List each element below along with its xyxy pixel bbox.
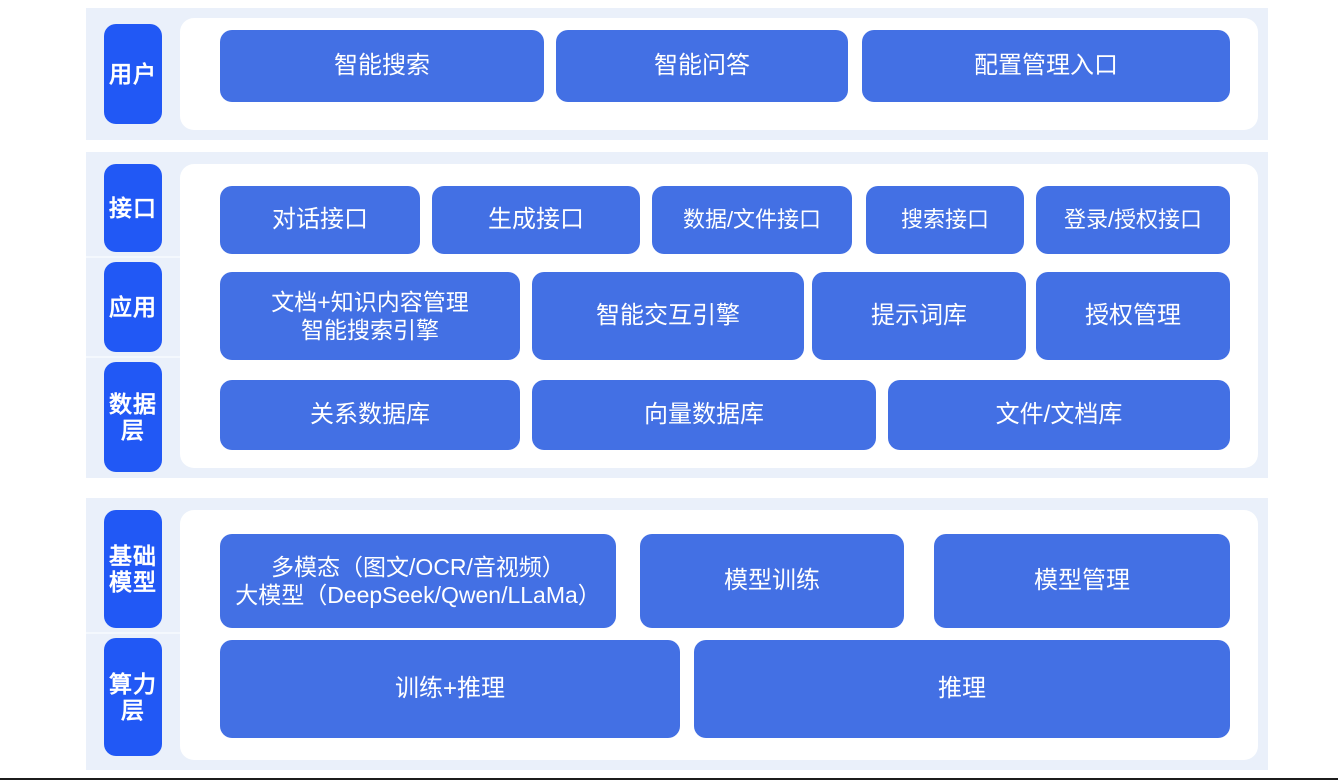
layer-tab-interface-label: 接口	[109, 194, 157, 221]
layer-tab-compute-label: 算力层	[109, 670, 157, 723]
card-intelligent-qa[interactable]: 智能问答	[556, 30, 848, 102]
layer-tab-user[interactable]: 用户	[104, 24, 162, 124]
card-authorization-management[interactable]: 授权管理	[1036, 272, 1230, 360]
layer-tab-foundation-model-label: 基础模型	[109, 542, 157, 595]
band-separator	[86, 632, 186, 634]
card-model-management[interactable]: 模型管理	[934, 534, 1230, 628]
layer-tab-application-label: 应用	[109, 293, 157, 320]
card-vector-database[interactable]: 向量数据库	[532, 380, 876, 450]
card-dialogue-api[interactable]: 对话接口	[220, 186, 420, 254]
layer-tab-data[interactable]: 数据层	[104, 362, 162, 472]
card-prompt-library[interactable]: 提示词库	[812, 272, 1026, 360]
card-multimodal-foundation-model[interactable]: 多模态（图文/OCR/音视频） 大模型（DeepSeek/Qwen/LLaMa）	[220, 534, 616, 628]
card-login-auth-api[interactable]: 登录/授权接口	[1036, 186, 1230, 254]
card-intelligent-interaction-engine[interactable]: 智能交互引擎	[532, 272, 804, 360]
layer-tab-application[interactable]: 应用	[104, 262, 162, 352]
card-training-plus-inference[interactable]: 训练+推理	[220, 640, 680, 738]
card-relational-database[interactable]: 关系数据库	[220, 380, 520, 450]
bottom-divider	[0, 778, 1338, 780]
layer-tab-user-label: 用户	[109, 60, 157, 87]
card-generation-api[interactable]: 生成接口	[432, 186, 640, 254]
layer-tab-compute[interactable]: 算力层	[104, 638, 162, 756]
band-separator	[86, 256, 186, 258]
band-separator	[86, 356, 186, 358]
card-model-training[interactable]: 模型训练	[640, 534, 904, 628]
card-search-api[interactable]: 搜索接口	[866, 186, 1024, 254]
layer-tab-foundation-model[interactable]: 基础模型	[104, 510, 162, 628]
card-config-management-entry[interactable]: 配置管理入口	[862, 30, 1230, 102]
card-inference[interactable]: 推理	[694, 640, 1230, 738]
card-data-file-api[interactable]: 数据/文件接口	[652, 186, 852, 254]
card-file-document-store[interactable]: 文件/文档库	[888, 380, 1230, 450]
layer-tab-data-label: 数据层	[109, 390, 157, 443]
card-intelligent-search[interactable]: 智能搜索	[220, 30, 544, 102]
layer-tab-interface[interactable]: 接口	[104, 164, 162, 252]
card-doc-knowledge-management[interactable]: 文档+知识内容管理 智能搜索引擎	[220, 272, 520, 360]
